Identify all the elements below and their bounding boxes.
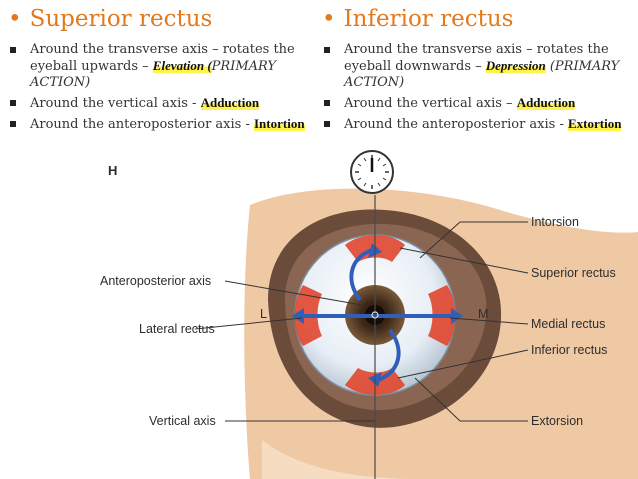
h-marker: H bbox=[108, 163, 117, 178]
label-superior-rectus: Superior rectus bbox=[531, 266, 616, 280]
list-item: Around the anteroposterior axis - Extort… bbox=[322, 116, 638, 133]
list-item: Around the transverse axis – rotates the… bbox=[8, 42, 308, 91]
label-vertical-axis: Vertical axis bbox=[149, 414, 216, 428]
inferior-rectus-points: Around the transverse axis – rotates the… bbox=[322, 42, 638, 133]
list-item: Around the vertical axis - Adduction bbox=[8, 95, 308, 112]
anteroposterior-axis-marker bbox=[371, 311, 379, 319]
label-intorsion: Intorsion bbox=[531, 215, 579, 229]
label-medial-rectus: Medial rectus bbox=[531, 317, 605, 331]
m-marker: M bbox=[478, 307, 488, 321]
left-arrowhead bbox=[292, 308, 304, 324]
inferior-rectus-heading: •Inferior rectus bbox=[322, 6, 514, 32]
upward-rotation-arrow bbox=[349, 248, 373, 302]
skin-highlight bbox=[262, 440, 420, 479]
superior-rectus-points: Around the transverse axis – rotates the… bbox=[8, 42, 308, 133]
downward-rotation-arrow bbox=[377, 328, 401, 382]
leader-lines bbox=[194, 221, 529, 422]
right-arrowhead bbox=[451, 308, 463, 324]
clock-icon bbox=[350, 150, 394, 194]
superior-rectus-column: •Superior rectus Around the transverse a… bbox=[8, 0, 308, 137]
l-marker: L bbox=[260, 307, 267, 321]
label-extorsion: Extorsion bbox=[531, 414, 583, 428]
inferior-rectus-column: •Inferior rectus Around the transverse a… bbox=[322, 0, 638, 137]
list-item: Around the vertical axis – Adduction bbox=[322, 95, 638, 112]
list-item: Around the transverse axis – rotates the… bbox=[322, 42, 638, 91]
superior-rectus-heading: •Superior rectus bbox=[8, 6, 213, 32]
list-item: Around the anteroposterior axis - Intort… bbox=[8, 116, 308, 133]
label-inferior-rectus: Inferior rectus bbox=[531, 343, 607, 357]
label-lateral-rectus: Lateral rectus bbox=[139, 322, 215, 336]
label-anteroposterior-axis: Anteroposterior axis bbox=[100, 274, 211, 288]
